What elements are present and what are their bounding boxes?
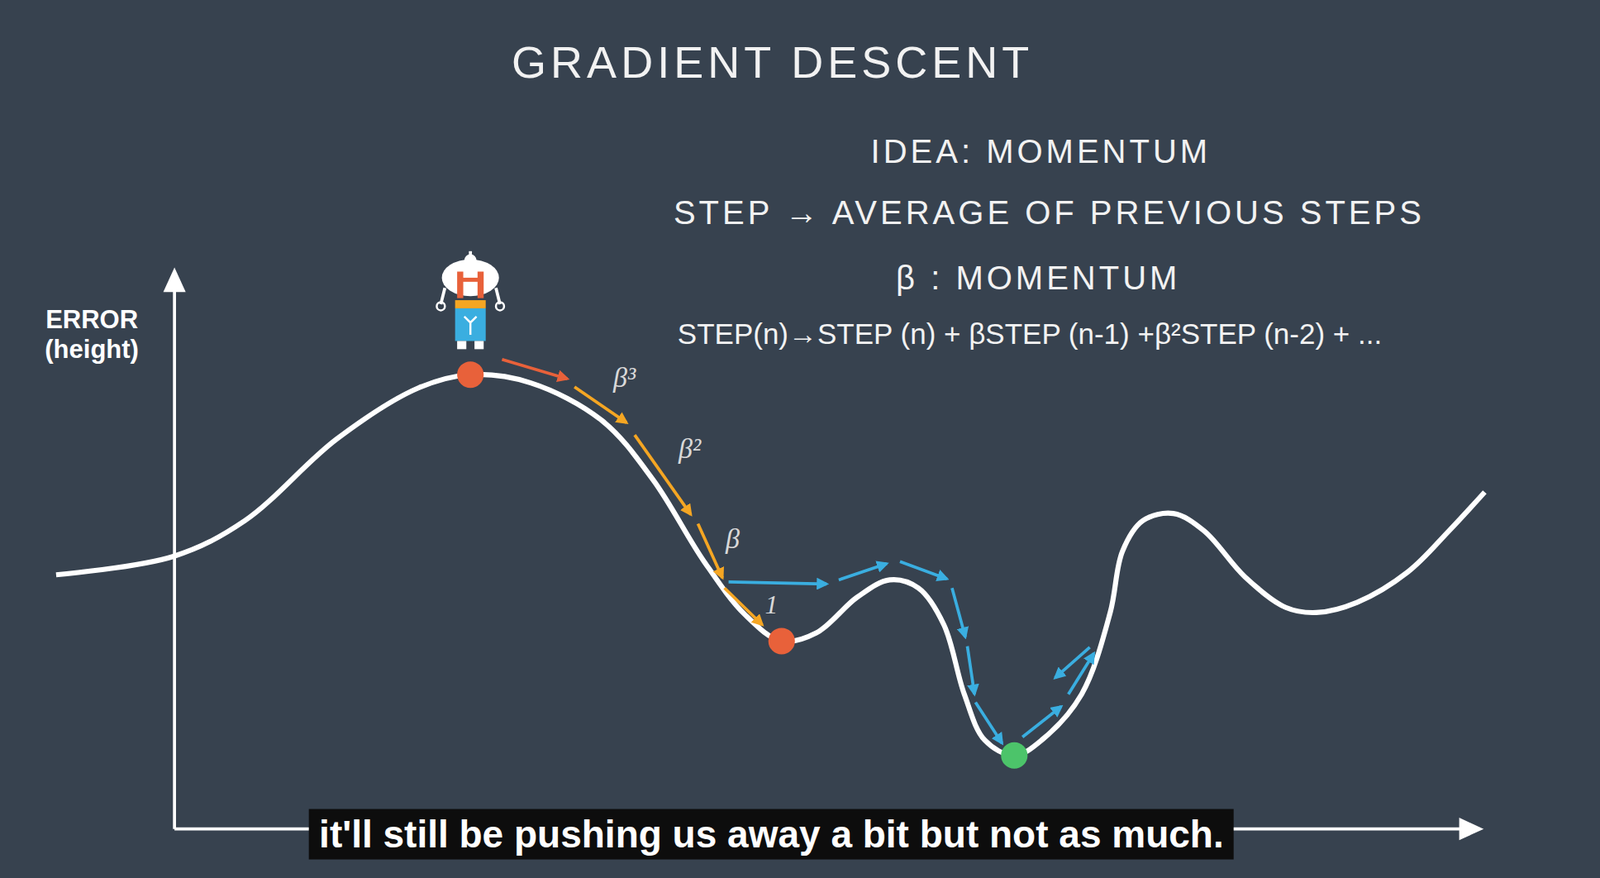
step-arrow <box>501 359 567 379</box>
axes <box>163 267 1485 841</box>
step-arrows <box>501 359 1094 743</box>
error-curve <box>56 374 1486 756</box>
subtitle-caption: it'll still be pushing us away a bit but… <box>309 808 1234 859</box>
step-arrow <box>966 646 975 695</box>
error-curve-line <box>56 374 1486 756</box>
weight-label: 1 <box>764 589 778 620</box>
step-arrow <box>1055 647 1091 678</box>
step-arrow <box>728 581 828 584</box>
step-formula: STEP(n)→STEP (n) + βSTEP (n-1) +β²STEP (… <box>677 317 1382 351</box>
weight-label: β <box>725 522 740 555</box>
step-arrow <box>900 561 948 579</box>
weight-label: β³ <box>613 361 636 394</box>
step-arrow <box>724 587 763 624</box>
robot-icon <box>436 251 504 350</box>
title: GRADIENT DESCENT <box>511 36 1034 88</box>
weight-label: β² <box>678 433 701 466</box>
step-arrow <box>952 587 966 637</box>
step-arrow <box>1068 652 1095 694</box>
step-arrow <box>1022 705 1062 737</box>
idea-heading: IDEA: MOMENTUM <box>871 132 1212 171</box>
step-arrow <box>975 702 1002 743</box>
beta-definition: β : MOMENTUM <box>895 258 1181 297</box>
step-arrow <box>838 563 887 581</box>
step-definition: STEP → AVERAGE OF PREVIOUS STEPS <box>673 193 1425 232</box>
axis-label: ERROR (height) <box>21 304 162 364</box>
step-arrow <box>698 523 724 577</box>
points <box>457 361 1028 769</box>
